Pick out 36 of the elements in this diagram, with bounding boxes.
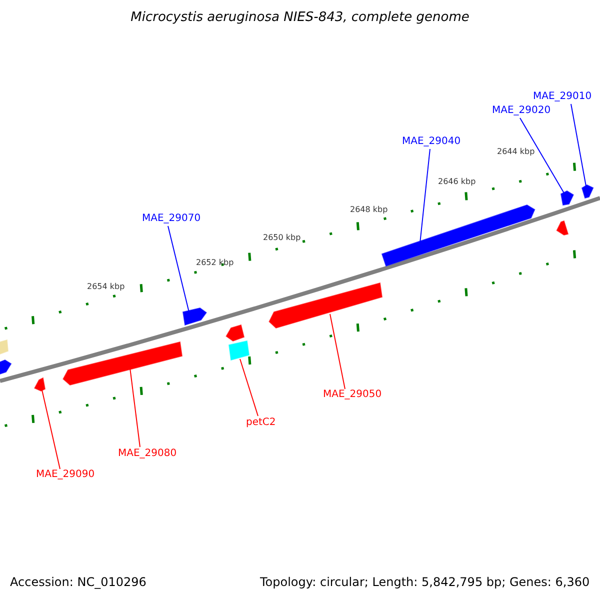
gene-feature (268, 282, 383, 329)
scale-label: 2652 kbp (196, 258, 234, 267)
gene-feature (226, 324, 245, 342)
title: Microcystis aeruginosa NIES-843, complete genome (130, 10, 470, 25)
leader-line (330, 314, 346, 390)
scale-label: 2654 kbp (87, 282, 125, 291)
gene-label: MAE_29050 (323, 389, 382, 400)
leader-line (240, 358, 258, 416)
scale-label: 2644 kbp (497, 147, 535, 156)
gene-label: petC2 (246, 417, 276, 428)
leader-line (520, 118, 564, 194)
leader-line (420, 148, 430, 244)
scale-label: 2650 kbp (263, 233, 301, 242)
gene-feature (0, 359, 12, 375)
gene-label: MAE_29040 (402, 136, 461, 147)
footer-text: Accession: NC_010296 (10, 575, 146, 589)
gene-label: MAE_29070 (142, 213, 201, 224)
leader-line (130, 368, 140, 448)
gene-feature (556, 220, 569, 236)
gene-feature (34, 377, 46, 392)
gene-label: MAE_29080 (118, 448, 177, 459)
footer-text: Topology: circular; Length: 5,842,795 bp; Genes: 6,360 (260, 575, 590, 589)
gene-feature (0, 339, 9, 355)
gene-feature (228, 340, 250, 361)
leader-line (168, 226, 190, 312)
gene-feature (581, 184, 594, 199)
gene-label: MAE_29090 (36, 469, 95, 480)
scale-label: 2646 kbp (438, 177, 476, 186)
gene-feature (182, 307, 208, 326)
gene-feature (62, 341, 183, 386)
gene-label: MAE_29020 (492, 105, 551, 116)
scale-label: 2648 kbp (350, 205, 388, 214)
leader-line (42, 390, 60, 470)
gene-feature (560, 190, 574, 206)
gene-label: MAE_29010 (533, 91, 592, 102)
leader-line (570, 104, 586, 186)
